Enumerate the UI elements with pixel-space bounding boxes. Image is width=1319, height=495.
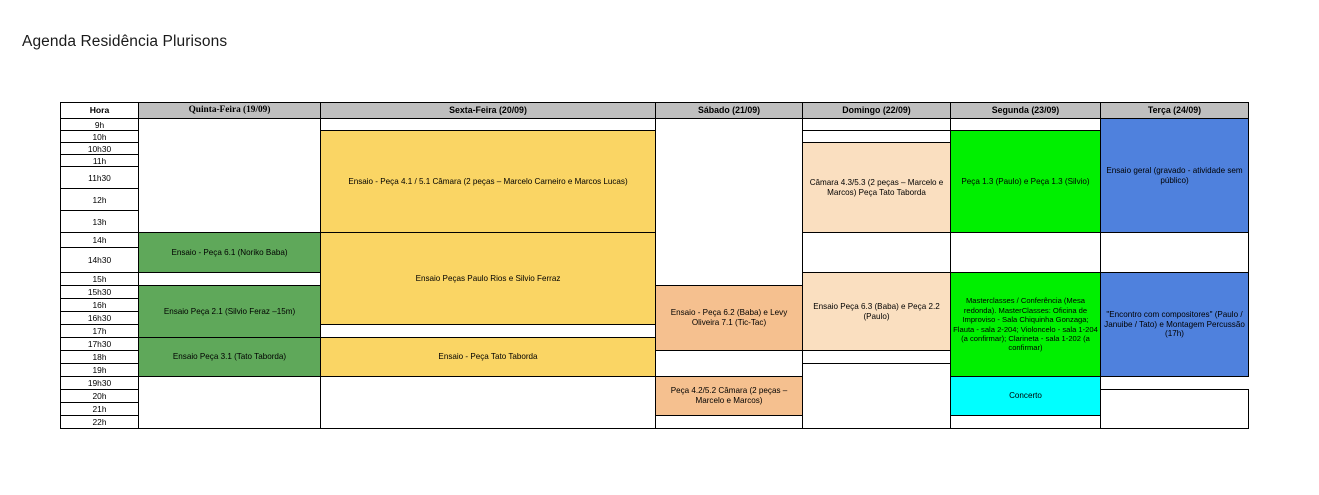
sabado-empty-morning xyxy=(655,118,803,286)
time-label-20h: 20h xyxy=(60,389,139,403)
time-label-19h: 19h xyxy=(60,363,139,377)
segunda-empty-14h xyxy=(950,232,1101,273)
table-row: 15h Ensaio Peça 6.3 (Baba) e Peça 2.2 (P… xyxy=(60,272,1249,377)
event-terca-ensaio-geral[interactable]: Ensaio geral (gravado - atividade sem pú… xyxy=(1100,118,1249,233)
agenda-table: Hora Quinta-Feira (19/09) Sexta-Feira (2… xyxy=(60,102,1249,429)
time-label-15h30: 15h30 xyxy=(60,285,139,299)
event-quinta-ensaio-peca31[interactable]: Ensaio Peça 3.1 (Tato Taborda) xyxy=(138,337,321,377)
event-segunda-masterclasses[interactable]: Masterclasses / Conferência (Mesa redond… xyxy=(950,272,1101,377)
time-label-16h30: 16h30 xyxy=(60,311,139,325)
column-header-segunda: Segunda (23/09) xyxy=(950,102,1101,119)
sexta-empty-9h xyxy=(320,118,656,131)
terca-empty-14h xyxy=(1100,232,1249,273)
segunda-empty-9h xyxy=(950,118,1101,131)
time-label-17h30: 17h30 xyxy=(60,337,139,351)
column-header-quinta: Quinta-Feira (19/09) xyxy=(138,102,321,119)
table-row: 9h Ensaio geral (gravado - atividade sem… xyxy=(60,118,1249,286)
time-label-10h30: 10h30 xyxy=(60,142,139,155)
event-sexta-ensaio-paulo-silvio[interactable]: Ensaio Peças Paulo Rios e Silvio Ferraz xyxy=(320,232,656,325)
table-row: 14h Ensaio - Peça 6.1 (Noriko Baba) Ensa… xyxy=(60,232,1249,325)
table-row: 15h30 Ensaio Peça 2.1 (Silvio Feraz –15m… xyxy=(60,285,1249,351)
time-label-18h: 18h xyxy=(60,350,139,364)
event-sabado-peca42-52[interactable]: Peça 4.2/5.2 Câmara (2 peças – Marcelo e… xyxy=(655,376,803,416)
quinta-empty-morning xyxy=(138,118,321,233)
sabado-empty-22h xyxy=(655,415,803,429)
domingo-empty-19h xyxy=(802,363,951,429)
event-quinta-ensaio-peca21[interactable]: Ensaio Peça 2.1 (Silvio Feraz –15m) xyxy=(138,285,321,338)
time-label-12h: 12h xyxy=(60,188,139,211)
table-row: 10h30 Câmara 4.3/5.3 (2 peças – Marcelo … xyxy=(60,142,1249,233)
time-label-17h: 17h xyxy=(60,324,139,338)
domingo-empty-9h xyxy=(802,118,951,131)
time-label-14h: 14h xyxy=(60,232,139,248)
time-label-13h: 13h xyxy=(60,210,139,233)
time-label-21h: 21h xyxy=(60,402,139,416)
time-label-10h: 10h xyxy=(60,130,139,143)
event-sexta-ensaio-peca41-51[interactable]: Ensaio - Peça 4.1 / 5.1 Câmara (2 peças … xyxy=(320,130,656,233)
event-terca-concerto[interactable]: Concerto xyxy=(950,376,1101,416)
table-row: 14h30 xyxy=(60,247,1249,273)
time-label-15h: 15h xyxy=(60,272,139,286)
domingo-empty-10h xyxy=(802,130,951,143)
table-header-row: Hora Quinta-Feira (19/09) Sexta-Feira (2… xyxy=(60,102,1249,119)
column-header-hora: Hora xyxy=(60,102,139,119)
terca-empty-22h xyxy=(950,415,1101,429)
event-quinta-ensaio-peca61[interactable]: Ensaio - Peça 6.1 (Noriko Baba) xyxy=(138,232,321,273)
column-header-sexta: Sexta-Feira (20/09) xyxy=(320,102,656,119)
table-row: 16h xyxy=(60,298,1249,312)
column-header-terca: Terça (24/09) xyxy=(1100,102,1249,119)
event-terca-encontro-compositores[interactable]: "Encontro com compositores" (Paulo / Jan… xyxy=(1100,272,1249,377)
table-row: 21h xyxy=(60,402,1249,416)
time-label-22h: 22h xyxy=(60,415,139,429)
sexta-empty-evening xyxy=(320,376,656,429)
time-label-11h: 11h xyxy=(60,154,139,167)
event-segunda-peca13[interactable]: Peça 1.3 (Paulo) e Peça 1.3 (Silvio) xyxy=(950,130,1101,233)
event-sexta-ensaio-tato-taborda[interactable]: Ensaio - Peça Tato Taborda xyxy=(320,337,656,377)
table-row: 10h Ensaio - Peça 4.1 / 5.1 Câmara (2 pe… xyxy=(60,130,1249,233)
table-row: 11h30 xyxy=(60,166,1249,189)
table-row: 17h30 Ensaio Peça 3.1 (Tato Taborda) Ens… xyxy=(60,337,1249,377)
time-label-14h30: 14h30 xyxy=(60,247,139,273)
time-label-19h30: 19h30 xyxy=(60,376,139,390)
event-domingo-camara-43-53[interactable]: Câmara 4.3/5.3 (2 peças – Marcelo e Marc… xyxy=(802,142,951,233)
domingo-empty-14h xyxy=(802,232,951,273)
table-row: 18h xyxy=(60,350,1249,377)
event-sabado-ensaio-peca62[interactable]: Ensaio - Peça 6.2 (Baba) e Levy Oliveira… xyxy=(655,285,803,351)
table-row: 22h xyxy=(60,415,1249,429)
page-title: Agenda Residência Plurisons xyxy=(22,33,228,50)
quinta-empty-15h xyxy=(138,272,321,286)
agenda-table-container: Hora Quinta-Feira (19/09) Sexta-Feira (2… xyxy=(60,102,1249,429)
time-label-9h: 9h xyxy=(60,118,139,131)
table-row: 17h xyxy=(60,324,1249,338)
event-domingo-ensaio-peca63[interactable]: Ensaio Peça 6.3 (Baba) e Peça 2.2 (Paulo… xyxy=(802,272,951,351)
table-row: 19h30 Peça 4.2/5.2 Câmara (2 peças – Mar… xyxy=(60,376,1249,429)
time-label-11h30: 11h30 xyxy=(60,166,139,189)
sabado-empty-18h xyxy=(655,350,803,377)
quinta-empty-evening xyxy=(138,376,321,429)
table-row: 13h xyxy=(60,210,1249,233)
table-row: 20h xyxy=(60,389,1249,429)
table-row: 11h xyxy=(60,154,1249,167)
time-label-16h: 16h xyxy=(60,298,139,312)
column-header-domingo: Domingo (22/09) xyxy=(802,102,951,119)
column-header-sabado: Sábado (21/09) xyxy=(655,102,803,119)
segunda-empty-evening xyxy=(1100,389,1249,429)
